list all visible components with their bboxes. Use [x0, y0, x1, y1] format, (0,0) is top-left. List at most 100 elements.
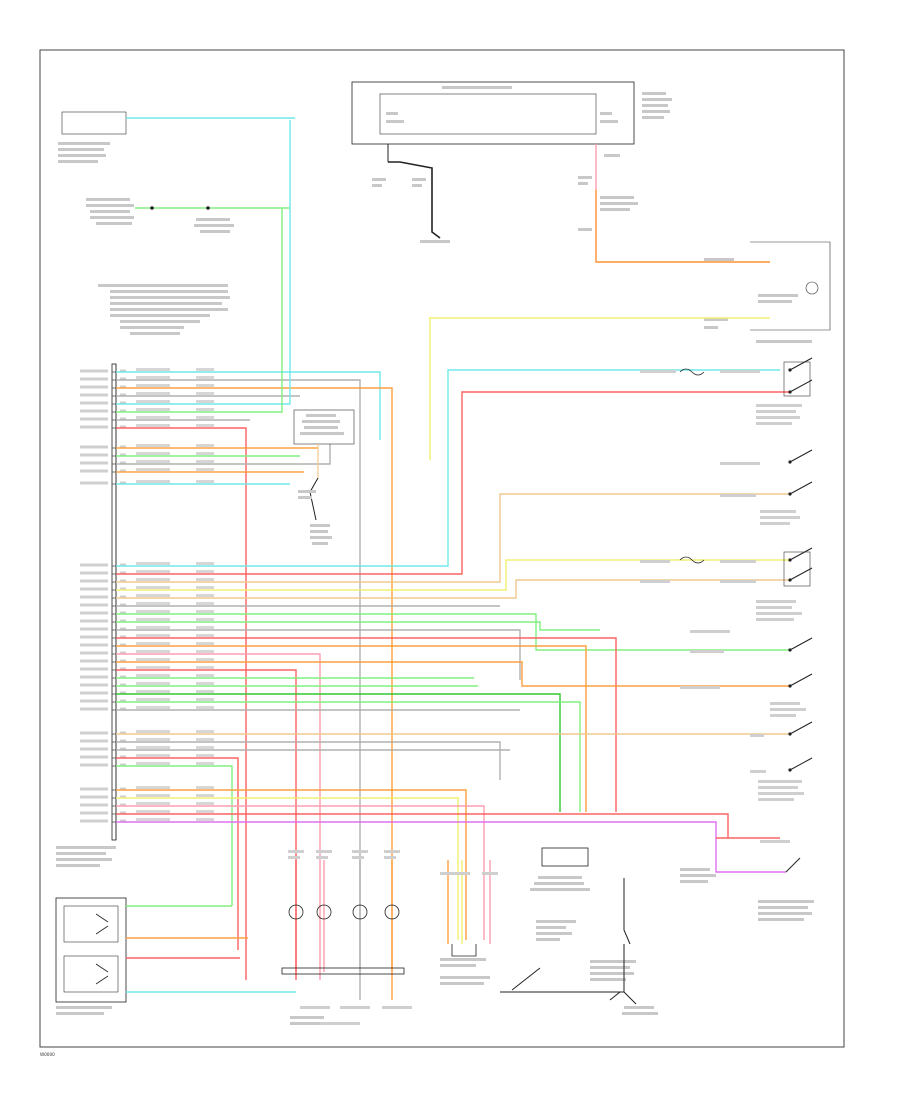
motor-label	[384, 856, 396, 859]
pin-label	[80, 603, 108, 607]
switch-label	[760, 840, 790, 843]
pin-label	[80, 481, 108, 485]
pin-label	[80, 707, 108, 711]
switch-label	[720, 370, 760, 373]
pin-label	[80, 635, 108, 639]
pin-number	[120, 747, 126, 751]
switch-label	[760, 510, 796, 513]
circuit-number	[196, 690, 214, 693]
pin-number	[120, 635, 126, 639]
switch-contact	[789, 379, 813, 393]
switch-label	[756, 618, 794, 621]
wire-color-label	[136, 674, 170, 677]
pin-number	[120, 571, 126, 575]
wire-color-label	[136, 626, 170, 629]
switch-label	[756, 606, 792, 609]
motor-icon	[384, 904, 400, 920]
circuit-number	[196, 682, 214, 685]
relay-1	[63, 905, 119, 943]
circuit-number	[196, 650, 214, 653]
wire-color-label	[136, 570, 170, 573]
circuit-number	[196, 626, 214, 629]
pin-label	[80, 445, 108, 449]
switch-label	[690, 630, 730, 633]
switch-label	[760, 516, 800, 519]
wire-red	[116, 427, 247, 980]
switch-label	[720, 560, 756, 563]
motor-icon	[288, 904, 304, 920]
pin-number	[120, 667, 126, 671]
pin-number	[120, 643, 126, 647]
relay-module-box	[55, 897, 127, 1003]
footer-code: W0000	[40, 1052, 55, 1057]
pin-number	[120, 401, 126, 405]
pin-number	[120, 369, 126, 373]
switch-label	[770, 702, 800, 705]
wire-red	[116, 669, 297, 980]
circuit-number	[196, 706, 214, 709]
pin-number	[120, 787, 126, 791]
wire-cyan	[116, 369, 780, 567]
pin-number	[120, 691, 126, 695]
pin-number	[120, 603, 126, 607]
switch-label	[758, 792, 804, 795]
wire-cyan	[116, 371, 381, 440]
wire-violet	[116, 821, 786, 873]
pin-label	[80, 667, 108, 671]
motor-label	[288, 850, 304, 853]
wire-orange	[116, 387, 393, 1000]
pin-label	[80, 675, 108, 679]
circuit-number	[196, 658, 214, 661]
circuit-number	[196, 444, 214, 447]
motor-bottom-label	[320, 1022, 360, 1025]
dlc-label-text	[86, 198, 234, 233]
wire-cyan	[116, 120, 291, 405]
wire-color-label	[136, 738, 170, 741]
pin-number	[120, 699, 126, 703]
small-junction-box	[293, 409, 355, 445]
pin-label	[80, 627, 108, 631]
switch-label	[750, 734, 764, 737]
wire-color-label	[136, 376, 170, 379]
circuit-number	[196, 802, 214, 805]
switch-label	[756, 404, 802, 407]
wire-green	[116, 693, 561, 812]
wire-lightgreen	[116, 765, 233, 906]
switch-contact	[789, 757, 813, 771]
motor-label	[316, 856, 328, 859]
pin-label	[80, 571, 108, 575]
pin-number	[120, 683, 126, 687]
pin-label	[80, 563, 108, 567]
pin-number	[120, 651, 126, 655]
circuit-number	[196, 618, 214, 621]
switch-label	[640, 370, 676, 373]
pin-number	[120, 417, 126, 421]
door-lock-motors	[281, 850, 498, 1025]
wire-pink	[116, 653, 321, 980]
motor-label	[316, 850, 332, 853]
pin-label	[80, 795, 108, 799]
circuit-number	[196, 762, 214, 765]
switch-label	[720, 580, 756, 583]
pin-label	[80, 787, 108, 791]
pin-number	[120, 445, 126, 449]
top-module-text	[386, 86, 672, 123]
wire-orange	[116, 645, 587, 812]
circuit-number	[196, 408, 214, 411]
wire-color-label	[136, 594, 170, 597]
pin-label	[80, 401, 108, 405]
pin-label	[80, 579, 108, 583]
switch-label	[750, 770, 766, 773]
left-door-switch-box	[783, 361, 811, 397]
wire-gray	[116, 379, 361, 1000]
pin-number	[120, 795, 126, 799]
circuit-number	[196, 634, 214, 637]
wire-color-label	[136, 400, 170, 403]
pin-label	[80, 643, 108, 647]
wire-red	[116, 391, 790, 575]
motor-bottom-label	[300, 1006, 330, 1009]
switch-label	[756, 600, 796, 603]
switch-label	[756, 422, 792, 425]
wire-color-label	[136, 586, 170, 589]
switch-label	[756, 416, 800, 419]
